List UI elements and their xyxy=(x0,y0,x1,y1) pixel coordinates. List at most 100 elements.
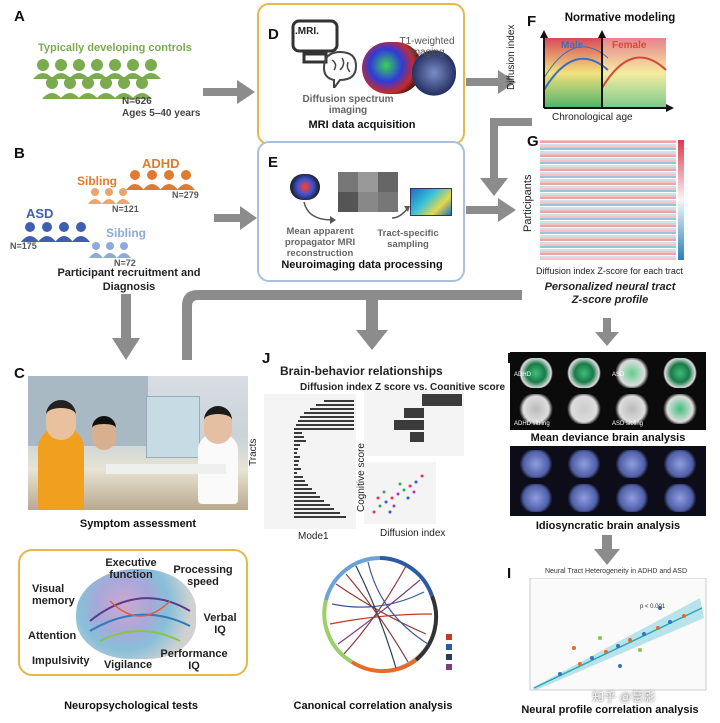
executive-function-label: Executive function xyxy=(105,557,157,581)
e-slice-3 xyxy=(378,172,398,192)
arrow-loop-g-to-j xyxy=(182,290,522,360)
zscore-heatmap xyxy=(540,140,676,260)
vigilance-label: Vigilance xyxy=(104,659,153,671)
neural-profile-caption: Neural profile correlation analysis xyxy=(521,704,699,716)
cognitive-score-ylabel: Cognitive score xyxy=(356,443,367,512)
heterogeneity-scatter xyxy=(529,578,707,691)
panel-d-label: D xyxy=(268,26,279,43)
cca-caption: Canonical correlation analysis xyxy=(293,700,453,712)
controls-n: N=626 xyxy=(122,96,152,107)
attention-label: Attention xyxy=(28,630,77,642)
chord-diagram xyxy=(322,556,452,674)
arrow-g-to-h xyxy=(595,318,619,346)
arrow-d-to-f xyxy=(466,70,516,94)
chronological-age-xlabel: Chronological age xyxy=(552,112,633,123)
asd-label: ASD xyxy=(26,206,54,221)
idiosyncratic-brains xyxy=(510,446,706,516)
panel-f-label: F xyxy=(527,13,537,30)
dsi-label: Diffusion spectrum imaging xyxy=(302,94,394,116)
sibling-bottom-n: N=72 xyxy=(114,258,136,268)
performance-iq-label: Performance IQ xyxy=(160,648,228,672)
sibling-top-label: Sibling xyxy=(77,174,117,188)
e-flow-arrows xyxy=(303,201,410,224)
heterogeneity-title: Neural Tract Heterogeneity in ADHD and A… xyxy=(544,568,687,575)
h-asd-sib-label: ASD sibling xyxy=(612,421,644,427)
asd-n: N=175 xyxy=(10,241,37,251)
tract-lines xyxy=(89,597,191,642)
arrow-b-to-c xyxy=(112,294,140,360)
sibling-top-people-icon xyxy=(88,188,130,204)
zscore-xlabel: Diffusion index Z-score for each tract xyxy=(536,266,683,276)
mapmri-label: Mean apparent propagator MRI reconstruct… xyxy=(284,226,356,259)
controls-people-icon xyxy=(33,59,161,99)
sibling-top-n: N=121 xyxy=(112,204,139,214)
female-label: Female xyxy=(612,40,647,51)
arrow-a-to-d xyxy=(203,80,255,104)
t1-brain-image xyxy=(412,50,456,96)
processing-caption: Neuroimaging data processing xyxy=(281,259,443,271)
mean-deviance-caption: Mean deviance brain analysis xyxy=(530,432,686,444)
tract-sampling-label: Tract-specific sampling xyxy=(377,228,439,250)
asd-people-icon xyxy=(21,222,90,242)
symptom-caption: Symptom assessment xyxy=(79,518,197,530)
arrow-b-to-e xyxy=(214,206,257,230)
arrow-f-to-g xyxy=(480,118,532,196)
panel-g-label: G xyxy=(527,133,539,150)
panel-i-label: I xyxy=(507,565,512,582)
adhd-people-icon xyxy=(126,170,195,190)
controls-title: Typically developing controls xyxy=(38,42,192,54)
arrow-e-to-g xyxy=(466,198,516,222)
zscore-profile-caption: Personalized neural tract Z-score profil… xyxy=(544,281,676,306)
visual-memory-label: Visual memory xyxy=(32,583,75,607)
recruitment-caption: Participant recruitment and Diagnosis xyxy=(57,267,201,293)
diffusion-index-xlabel: Diffusion index xyxy=(380,528,446,539)
panel-c-label: C xyxy=(14,365,25,382)
e-slice-1 xyxy=(338,172,358,192)
brain-behavior-title: Brain-behavior relationships xyxy=(280,364,443,378)
cca-subtitle: Diffusion index Z score vs. Cognitive sc… xyxy=(300,382,506,393)
zhihu-watermark: 知乎 @慧影 xyxy=(592,690,656,704)
panel-j-label: J xyxy=(262,350,271,367)
male-label: Male xyxy=(561,40,584,51)
diffusion-index-ylabel: Diffusion index xyxy=(506,24,517,90)
tracts-ylabel: Tracts xyxy=(248,438,259,466)
mode1-xlabel: Mode1 xyxy=(298,531,329,542)
e-slice-6 xyxy=(378,192,398,212)
idiosyncratic-caption: Idiosyncratic brain analysis xyxy=(535,520,681,532)
h-adhd-label: ADHD xyxy=(514,372,532,378)
mean-deviance-brains xyxy=(510,352,706,430)
e-brain-small-image xyxy=(290,174,320,200)
verbal-iq-label: Verbal IQ xyxy=(203,612,237,636)
tract-loading-bars xyxy=(264,394,356,529)
brain-outline-icon xyxy=(322,50,358,88)
heterogeneity-stats: p < 0.001 xyxy=(640,604,666,610)
adhd-label: ADHD xyxy=(142,156,180,171)
e-slice-4 xyxy=(338,192,358,212)
mri-acquisition-caption: MRI data acquisition xyxy=(308,119,416,131)
neuropsych-caption: Neuropsychological tests xyxy=(64,700,198,712)
h-adhd-sib-label: ADHD sibling xyxy=(514,421,550,427)
panel-e-label: E xyxy=(268,154,279,171)
impulsivity-label: Impulsivity xyxy=(32,655,90,667)
panel-a-label: A xyxy=(14,8,25,25)
processing-speed-label: Processing speed xyxy=(173,564,233,588)
normative-chart xyxy=(540,30,674,112)
adhd-n: N=279 xyxy=(172,190,199,200)
heatmap-colorbar xyxy=(678,140,684,260)
sibling-bottom-label: Sibling xyxy=(106,226,146,240)
mri-text: .MRI. xyxy=(295,26,319,37)
symptom-assessment-photo xyxy=(28,376,248,510)
e-slice-5 xyxy=(358,192,378,212)
cca-scatter xyxy=(364,462,436,524)
participants-ylabel: Participants xyxy=(522,174,534,232)
arrow-h-to-i xyxy=(594,535,620,565)
t1-label: T1-weighted imaging xyxy=(399,36,455,58)
tract-sampling-image xyxy=(410,188,452,216)
sibling-bottom-people-icon xyxy=(89,242,131,258)
panel-b-label: B xyxy=(14,145,25,162)
neuropsych-frame xyxy=(18,549,248,676)
normative-title: Normative modeling xyxy=(564,12,676,24)
h-asd-label: ASD xyxy=(612,372,625,378)
e-slice-2 xyxy=(358,172,378,192)
controls-ages: Ages 5–40 years xyxy=(122,108,201,119)
